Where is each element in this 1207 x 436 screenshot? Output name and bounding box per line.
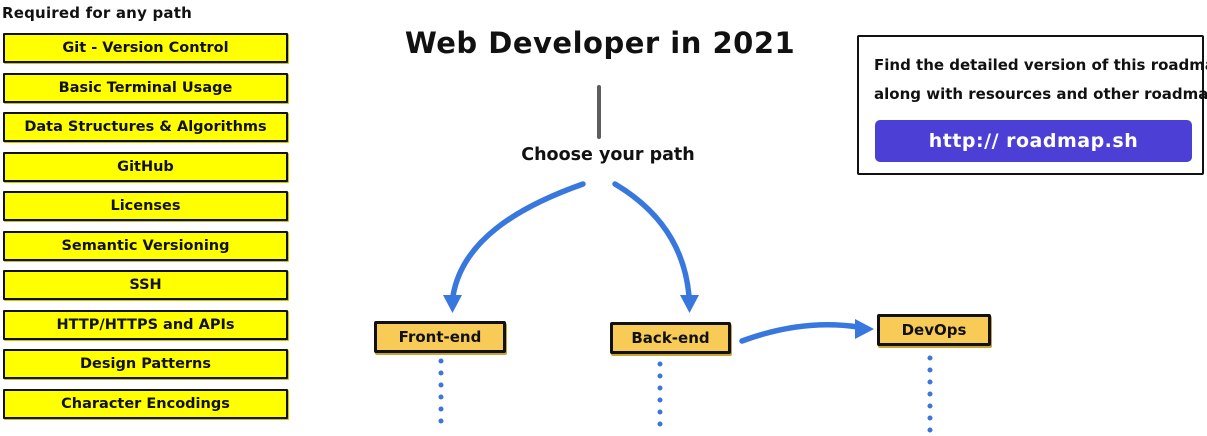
required-item-data-structures[interactable]: Data Structures & Algorithms xyxy=(3,112,288,142)
arrow-to-frontend xyxy=(450,181,586,299)
arrowhead-backend-icon xyxy=(680,295,699,313)
required-item-licenses[interactable]: Licenses xyxy=(3,191,288,221)
arrowhead-frontend-icon xyxy=(443,295,462,313)
info-line-1: Find the detailed version of this roadma… xyxy=(874,56,1207,74)
arrow-to-backend xyxy=(612,181,692,299)
info-line-2: along with resources and other roadmaps xyxy=(874,85,1207,103)
required-item-git[interactable]: Git - Version Control xyxy=(3,33,288,63)
required-item-terminal[interactable]: Basic Terminal Usage xyxy=(3,72,288,103)
required-panel-heading: Required for any path xyxy=(2,4,192,22)
required-item-http-apis[interactable]: HTTP/HTTPS and APIs xyxy=(3,309,288,340)
required-item-design-patterns[interactable]: Design Patterns xyxy=(3,349,288,379)
arrow-to-devops xyxy=(739,321,861,344)
required-panel: Git - Version Control Basic Terminal Usa… xyxy=(3,33,288,419)
required-item-character-encodings[interactable]: Character Encodings xyxy=(3,388,288,419)
choose-path-label: Choose your path xyxy=(521,145,695,165)
path-box-devops[interactable]: DevOps xyxy=(877,314,991,346)
info-box: Find the detailed version of this roadma… xyxy=(857,35,1207,175)
required-item-ssh[interactable]: SSH xyxy=(3,270,288,300)
path-box-backend[interactable]: Back-end xyxy=(610,322,731,354)
required-item-semver[interactable]: Semantic Versioning xyxy=(3,230,288,261)
required-item-github[interactable]: GitHub xyxy=(3,151,288,182)
path-box-frontend[interactable]: Front-end xyxy=(374,321,506,353)
arrowhead-devops-icon xyxy=(855,319,874,339)
roadmap-url-button[interactable]: http:// roadmap.sh xyxy=(875,120,1192,162)
page-title: Web Developer in 2021 xyxy=(404,26,796,60)
